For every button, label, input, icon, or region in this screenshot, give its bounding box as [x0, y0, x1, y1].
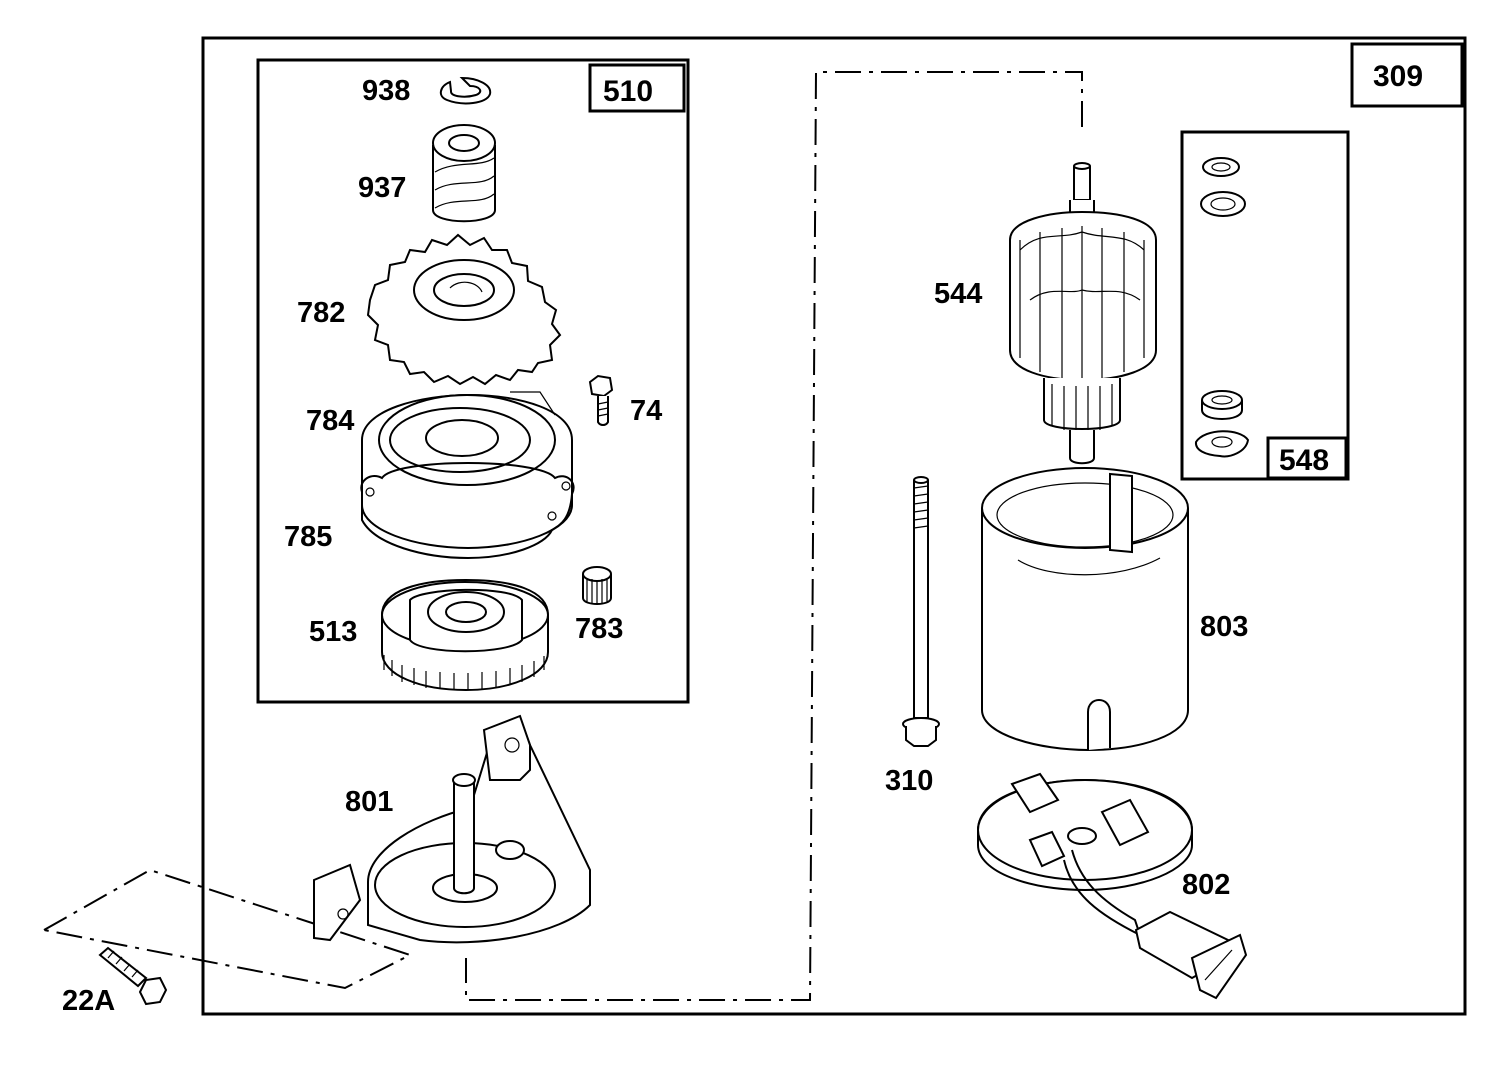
gasket-785	[360, 462, 575, 560]
armature-544	[1009, 162, 1157, 465]
motor-frame-803	[981, 467, 1189, 752]
connector-line-bolt	[41, 868, 413, 990]
label-937: 937	[358, 172, 406, 204]
group-label-548: 548	[1279, 444, 1329, 477]
label-803: 803	[1200, 611, 1248, 643]
label-544: 544	[934, 278, 982, 310]
ring-gear-513	[381, 578, 549, 692]
label-784: 784	[306, 405, 354, 437]
label-802: 802	[1182, 869, 1230, 901]
label-513: 513	[309, 616, 357, 648]
drive-frame	[256, 58, 690, 704]
brush-plate-802	[977, 772, 1248, 1000]
group-box-309	[1350, 42, 1464, 108]
label-782: 782	[297, 297, 345, 329]
label-783: 783	[575, 613, 623, 645]
label-310: 310	[885, 765, 933, 797]
screw-74	[588, 374, 614, 426]
bolt-22a	[98, 946, 168, 1006]
end-cap-784	[361, 391, 573, 550]
label-74: 74	[630, 395, 662, 427]
e-clip-938	[439, 76, 492, 105]
group-label-510: 510	[603, 75, 653, 108]
spur-gear-782	[366, 233, 562, 386]
washer-frame	[1180, 130, 1350, 481]
label-22a: 22A	[62, 985, 115, 1017]
drive-housing-801	[313, 714, 591, 944]
group-box-510	[588, 63, 686, 113]
label-938: 938	[362, 75, 410, 107]
washers-548	[1194, 157, 1250, 458]
label-801: 801	[345, 786, 393, 818]
connector-line-armature	[465, 71, 1083, 1001]
label-785: 785	[284, 521, 332, 553]
group-box-548	[1266, 436, 1348, 480]
outer-frame	[201, 36, 1467, 1016]
pinion-783	[582, 566, 612, 605]
group-label-309: 309	[1373, 60, 1423, 93]
through-bolt-310	[902, 476, 940, 747]
helix-gear-937	[432, 124, 496, 223]
